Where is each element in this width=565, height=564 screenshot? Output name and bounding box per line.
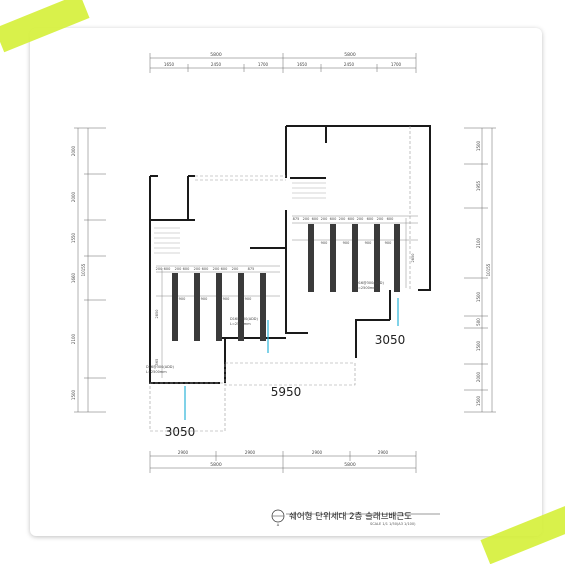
- rebar-note: L=2500mm: [356, 286, 377, 290]
- rebar-dim: 900: [365, 241, 372, 245]
- rebar-note: D16@300(ADD): [146, 365, 174, 369]
- rebar-bar: [352, 224, 358, 292]
- rebar-dim: 200: [357, 217, 364, 221]
- rebar-dim: 2850: [411, 254, 415, 263]
- rebar-dim: 200: [156, 267, 163, 271]
- rebar-dim: 200: [339, 217, 346, 221]
- dim-left-part: 1550: [71, 232, 76, 243]
- rebar-dim: 900: [321, 241, 328, 245]
- dim-top-overall: 5800: [344, 52, 356, 58]
- rebar-bar: [374, 224, 380, 292]
- rebar-bar: [172, 273, 178, 341]
- rebar-bars: [172, 224, 400, 341]
- hidden-lines: [149, 126, 411, 432]
- rebar-dim: 200: [232, 267, 239, 271]
- rebar-dim: 900: [223, 297, 230, 301]
- dim-top-part: 2450: [344, 62, 355, 67]
- dim-bottom-part: 2900: [378, 450, 389, 455]
- rebar-bar: [216, 273, 222, 341]
- dim-top-part: 1650: [297, 62, 308, 67]
- rebar-dim: 600: [312, 217, 319, 221]
- cyan-markers: [184, 298, 399, 420]
- top-dimension-lines: [149, 53, 417, 73]
- rebar-bar: [194, 273, 200, 341]
- rebar-dim: 200: [321, 217, 328, 221]
- rebar-note: D16@300(ADD): [230, 317, 258, 321]
- rebar-dim: 875: [293, 217, 300, 221]
- rebar-dim: 900: [201, 297, 208, 301]
- bottom-dimension-lines: [149, 451, 417, 473]
- drawing-symbol: [271, 509, 440, 523]
- rebar-dim: 900: [179, 297, 186, 301]
- dim-right-part: 1500: [476, 291, 481, 302]
- right-dimension-lines: [464, 127, 496, 413]
- rebar-note: D16@300(ADD): [356, 281, 384, 285]
- rebar-dim: 600: [348, 217, 355, 221]
- text-layer: 5800 5800 1650 2450 1700 1650 2450 1700 2900 2900…: [71, 52, 491, 527]
- rebar-dim: 565: [155, 359, 159, 366]
- rebar-dim: 875: [248, 267, 255, 271]
- drawing-title: 쉐어형 단위세대 2층 슬래브배근도: [289, 511, 412, 522]
- dim-bottom-part: 2900: [312, 450, 323, 455]
- rebar-dim: 200: [377, 217, 384, 221]
- left-dimension-lines: [74, 127, 106, 413]
- dim-left-part: 2000: [71, 191, 76, 202]
- dim-bottom-part: 2900: [245, 450, 256, 455]
- rebar-dim: 600: [330, 217, 337, 221]
- stair-hatch: [154, 182, 326, 254]
- dim-right-part: 2100: [476, 237, 481, 248]
- rebar-dim: 600: [367, 217, 374, 221]
- dim-right-part: 1955: [476, 180, 481, 191]
- rebar-dim: 600: [221, 267, 228, 271]
- rebar-dim: 2850: [155, 310, 159, 319]
- dim-bottom-part: 2900: [178, 450, 189, 455]
- rebar-dim: 200: [303, 217, 310, 221]
- dim-span-middle: 5950: [271, 385, 302, 399]
- dim-right-part: 2000: [476, 371, 481, 382]
- dim-bottom-overall: 5800: [344, 462, 356, 468]
- dim-top-overall: 5800: [210, 52, 222, 58]
- rebar-bar: [394, 224, 400, 292]
- rebar-dim: 200: [175, 267, 182, 271]
- rebar-note: L=2500mm: [146, 370, 167, 374]
- rebar-dim: 600: [202, 267, 209, 271]
- rebar-note: L=2500mm: [230, 322, 251, 326]
- dim-top-part: 1650: [164, 62, 175, 67]
- rebar-bar: [330, 224, 336, 292]
- rebar-dim: 200: [194, 267, 201, 271]
- dim-span-right: 3050: [375, 333, 406, 347]
- dim-left-part: 1500: [71, 389, 76, 400]
- rebar-dim: 900: [245, 297, 252, 301]
- dim-left-part: 2100: [71, 333, 76, 344]
- rebar-bar: [260, 273, 266, 341]
- dim-right-part: 1500: [476, 395, 481, 406]
- dim-left-part: 1660: [71, 272, 76, 283]
- dim-right-part: 1500: [476, 340, 481, 351]
- rebar-bar: [308, 224, 314, 292]
- dim-left-total: 10155: [81, 263, 86, 276]
- floor-plan-drawing: 5800 5800 1650 2450 1700 1650 2450 1700 2900 2900…: [71, 52, 496, 527]
- rebar-dim: 900: [385, 241, 392, 245]
- dim-right-part: 1500: [476, 140, 481, 151]
- drawing-scale: SCALE 1/1 1/50(A3 1/100): [370, 522, 416, 526]
- rebar-dim: 600: [387, 217, 394, 221]
- dim-top-part: 1700: [391, 62, 402, 67]
- rebar-dim: 600: [164, 267, 171, 271]
- rebar-dim: 600: [183, 267, 190, 271]
- drawing-symbol-label: A: [277, 523, 280, 527]
- dim-span-left: 3050: [165, 425, 196, 439]
- rebar-dim: 200: [213, 267, 220, 271]
- dim-top-part: 1700: [258, 62, 269, 67]
- dim-right-part: 500: [476, 318, 481, 326]
- dim-top-part: 2450: [211, 62, 222, 67]
- dim-left-part: 2000: [71, 145, 76, 156]
- rebar-bar: [238, 273, 244, 341]
- dim-bottom-overall: 5800: [210, 462, 222, 468]
- drawing-sheet: 5800 5800 1650 2450 1700 1650 2450 1700 2900 2900…: [30, 28, 542, 536]
- dim-right-total: 10155: [486, 263, 491, 276]
- rebar-dim: 900: [343, 241, 350, 245]
